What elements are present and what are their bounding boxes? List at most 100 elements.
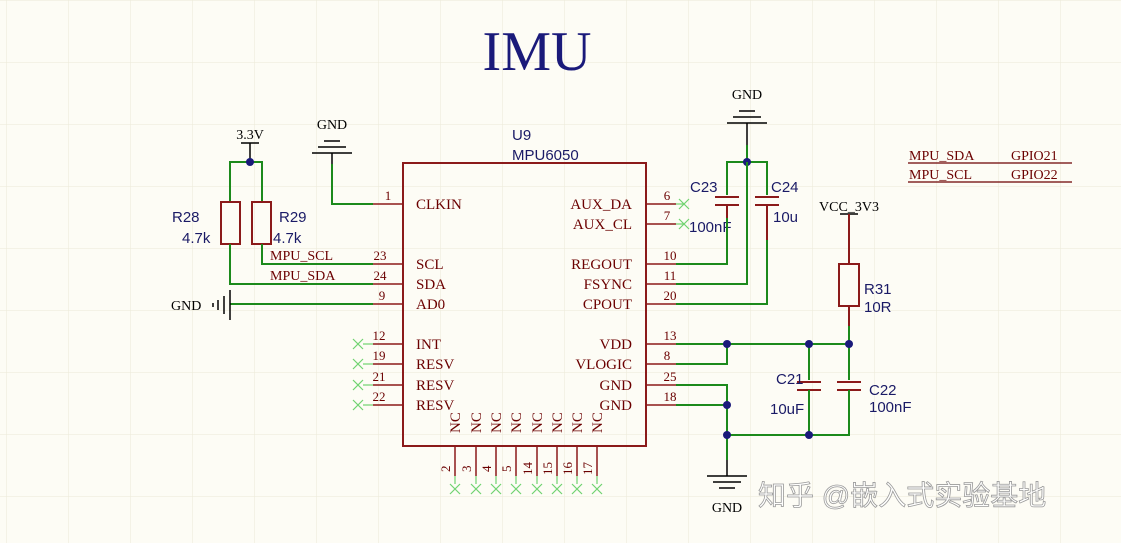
pin-name: VLOGIC (575, 357, 632, 373)
pin-name: CPOUT (583, 297, 632, 313)
r29-designator: R29 (279, 209, 307, 226)
pin-number: 1 (385, 188, 392, 203)
pin-name: REGOUT (571, 257, 632, 273)
junction-dot (845, 340, 853, 348)
pin-number: 25 (664, 369, 677, 384)
pin-name: RESV (416, 378, 455, 394)
vdd-filter-network: VCC_3V3 R31 10R C21 10uF C22 100nF GND (676, 200, 912, 516)
pin-number: 19 (373, 348, 386, 363)
c23-designator: C23 (690, 179, 718, 196)
gpio-table-gpio: GPIO22 (1011, 168, 1058, 183)
pin-name: AD0 (416, 297, 445, 313)
schematic-title: IMU (483, 21, 592, 83)
no-connect-markers-left (352, 338, 373, 411)
gnd-symbol-left: GND (171, 290, 231, 320)
c22-value: 100nF (869, 399, 912, 416)
c22-designator: C22 (869, 382, 897, 399)
pin-number: 6 (664, 188, 671, 203)
regout-cpout-caps: GND C23 100nF C24 10u (676, 88, 799, 305)
gnd-left-label: GND (171, 299, 201, 314)
no-connect-markers-right (676, 198, 690, 230)
pin-number: 18 (664, 389, 677, 404)
chip-part-number: MPU6050 (512, 147, 579, 164)
c24-value: 10u (773, 209, 798, 226)
pin-number: 5 (499, 466, 514, 473)
gnd-clkin-label: GND (317, 118, 347, 133)
net-label-scl: MPU_SCL (270, 249, 333, 264)
junction-dot (805, 431, 813, 439)
pin-number: 23 (374, 248, 387, 263)
pin-number: 8 (664, 348, 671, 363)
pin-number: 14 (520, 462, 535, 476)
pin-number: 21 (373, 369, 386, 384)
pin-number: 22 (373, 389, 386, 404)
pin-number: 11 (664, 268, 677, 283)
c24-designator: C24 (771, 179, 799, 196)
pin-name: NC (590, 412, 606, 433)
pin-number: 16 (560, 462, 575, 476)
pin-name: NC (570, 412, 586, 433)
pullup-network: 3.3V R28 4.7k R29 4.7k MPU_SCL MPU_SDA (172, 128, 373, 305)
pin-name: INT (416, 337, 441, 353)
vcc-label: VCC_3V3 (819, 200, 879, 215)
pin-name: NC (550, 412, 566, 433)
junction-dot (246, 158, 254, 166)
junction-dot (723, 340, 731, 348)
pin-number: 13 (664, 328, 677, 343)
gnd-symbol-clkin: GND (312, 118, 373, 205)
pin-name: NC (469, 412, 485, 433)
pin-number: 7 (664, 208, 671, 223)
left-pins: 1 23 24 9 12 19 21 22 CLKIN SCL SDA AD0 … (373, 188, 462, 414)
gpio-table-gpio: GPIO21 (1011, 149, 1058, 164)
pin-number: 9 (379, 288, 386, 303)
c21-designator: C21 (776, 371, 804, 388)
r31-value: 10R (864, 299, 892, 316)
r31-designator: R31 (864, 281, 892, 298)
junction-dot (723, 431, 731, 439)
pin-name: AUX_DA (570, 197, 632, 213)
pin-number: 3 (459, 466, 474, 473)
pin-name: SCL (416, 257, 444, 273)
bottom-pins: NC NC NC NC NC NC NC NC 2 3 4 5 14 15 16… (438, 412, 606, 476)
c21-value: 10uF (770, 401, 804, 418)
no-connect-markers-bottom (449, 476, 603, 495)
pin-name: NC (489, 412, 505, 433)
pin-name: CLKIN (416, 197, 462, 213)
pin-number: 17 (580, 462, 595, 476)
pin-name: GND (600, 378, 633, 394)
power-3v3-label: 3.3V (236, 128, 264, 143)
chip-designator: U9 (512, 127, 531, 144)
right-pins: 6 7 10 11 20 13 8 25 18 AUX_DA AUX_CL RE… (570, 188, 676, 414)
pin-number: 15 (540, 462, 555, 475)
c23-value: 100nF (689, 219, 732, 236)
pin-name: RESV (416, 398, 455, 414)
gnd-bottom-label: GND (712, 501, 742, 516)
pin-number: 20 (664, 288, 677, 303)
junction-dot (805, 340, 813, 348)
pin-name: AUX_CL (573, 217, 632, 233)
pin-name: VDD (600, 337, 633, 353)
pin-name: FSYNC (584, 277, 632, 293)
r29-value: 4.7k (273, 230, 302, 247)
pin-number: 24 (374, 268, 388, 283)
pin-name: GND (600, 398, 633, 414)
pin-name: RESV (416, 357, 455, 373)
gpio-table-net: MPU_SDA (909, 149, 975, 164)
net-label-sda: MPU_SDA (270, 269, 336, 284)
r28-designator: R28 (172, 209, 200, 226)
pin-number: 2 (438, 466, 453, 473)
pin-number: 12 (373, 328, 386, 343)
r28-value: 4.7k (182, 230, 211, 247)
watermark-text: 知乎 @嵌入式实验基地 (758, 480, 1046, 511)
pin-name: SDA (416, 277, 446, 293)
gpio-mapping-table: MPU_SDA GPIO21 MPU_SCL GPIO22 (908, 149, 1072, 183)
pin-number: 4 (479, 465, 494, 472)
pin-name: NC (530, 412, 546, 433)
pin-number: 10 (664, 248, 677, 263)
gpio-table-net: MPU_SCL (909, 168, 972, 183)
junction-dot (723, 401, 731, 409)
pin-name: NC (448, 412, 464, 433)
gnd-top-label: GND (732, 88, 762, 103)
